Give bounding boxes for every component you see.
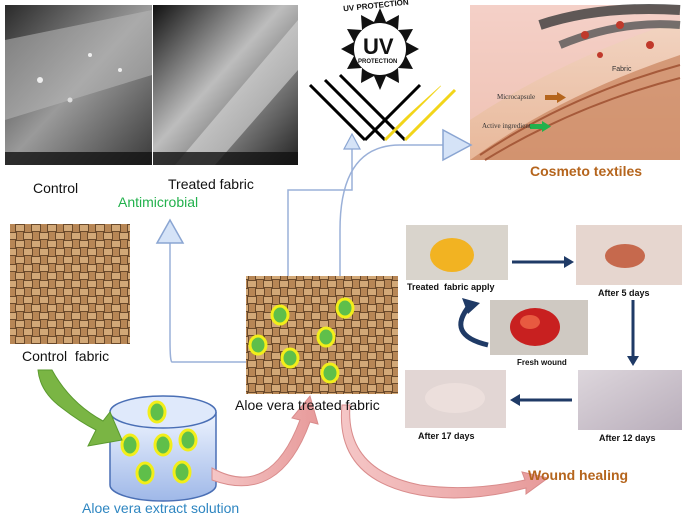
flow-arrows <box>169 144 445 363</box>
cosmeto-fabric-label: Fabric <box>612 66 632 73</box>
cosmeto-active-label: Active ingredient <box>482 122 531 130</box>
wound-photo-fresh <box>490 300 588 355</box>
cosmeto-textiles-image <box>470 4 681 161</box>
control-fabric-image <box>10 224 130 344</box>
antimicrobial-title: Antimicrobial <box>118 194 199 210</box>
uv-badge-sub-text: PROTECTION <box>358 59 398 65</box>
cosmeto-textiles-title: Cosmeto textiles <box>530 163 643 179</box>
wound-after12-label: After 12 days <box>599 433 656 443</box>
sem-treated-image <box>153 5 298 165</box>
wound-photo-after5 <box>576 225 682 285</box>
pink-arrow-to-treated-icon <box>211 394 319 487</box>
wound-photo-after12 <box>578 370 682 430</box>
wound-photo-after17 <box>405 370 506 428</box>
wound-photo-treated-apply <box>406 225 508 280</box>
arrow-up-antimicrobial-icon <box>155 218 185 244</box>
green-curved-arrow-icon <box>37 369 123 447</box>
pink-arrow-to-wound-icon <box>340 404 550 499</box>
sem-control-image <box>5 5 152 165</box>
wound-fresh-label: Fresh wound <box>517 358 567 367</box>
arrow-right-cosmeto-icon <box>442 128 473 162</box>
treated-fabric-label: Aloe vera treated fabric <box>235 397 380 413</box>
extract-solution-label: Aloe vera extract solution <box>82 500 240 516</box>
wound-healing-title: Wound healing <box>528 467 629 483</box>
wound-treated-apply-label: Treated fabric apply <box>407 282 495 292</box>
uv-badge-big-text: UV <box>363 34 394 59</box>
wound-after17-label: After 17 days <box>418 431 475 441</box>
wound-cycle-arrows <box>458 256 639 406</box>
control-fabric-label: Control fabric <box>22 348 110 364</box>
treated-fabric-image <box>246 276 398 394</box>
antimicrobial-control-label: Control <box>33 180 79 196</box>
extract-beaker-icon <box>109 395 217 502</box>
cosmeto-microcapsule-label: Microcapsule <box>497 93 536 101</box>
antimicrobial-treated-label: Treated fabric <box>168 176 254 192</box>
uv-protection-graphic <box>308 8 457 142</box>
wound-after5-label: After 5 days <box>598 288 650 298</box>
arrow-up-uv-icon <box>343 132 361 150</box>
